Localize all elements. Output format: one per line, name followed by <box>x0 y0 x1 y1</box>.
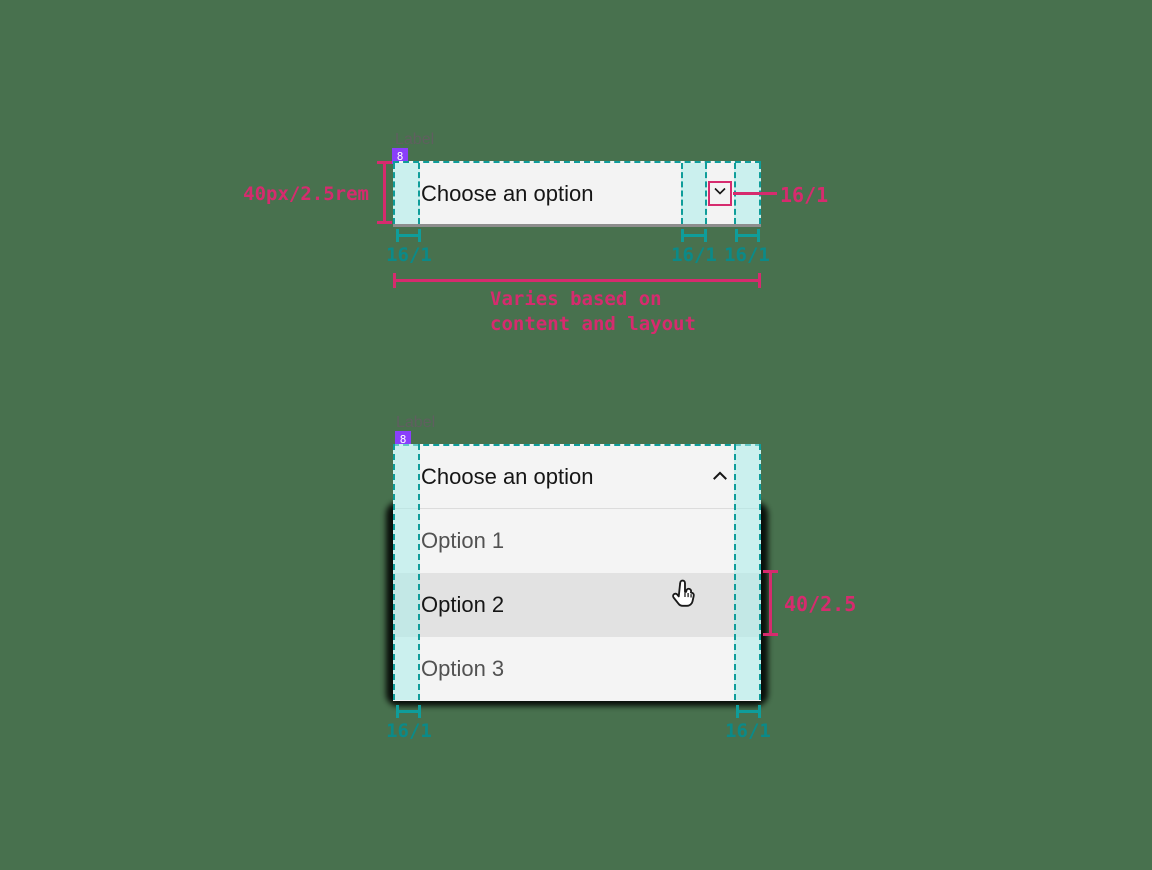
right-padding-measure-bracket <box>735 229 760 242</box>
menu-option-3[interactable]: Option 3 <box>421 656 505 681</box>
width-note-line1: Varies based on <box>490 288 662 310</box>
dropdown-placeholder: Choose an option <box>421 180 594 206</box>
open-dropdown: Choose an option Option 1 Option 2 Optio… <box>393 444 761 701</box>
chevron-annotation-box <box>708 181 732 206</box>
height-measure-bracket <box>377 161 392 224</box>
row-height-annotation: 40/2.5 <box>784 592 857 616</box>
left-padding-annotation: 16/1 <box>386 244 432 266</box>
left-padding-overlay <box>393 163 420 224</box>
dropdown-field[interactable]: Choose an option <box>393 446 761 509</box>
chevron-callout-line <box>733 192 777 195</box>
chevron-down-icon[interactable] <box>712 183 728 204</box>
hand-cursor-icon <box>666 578 700 617</box>
inner-right-measure-bracket <box>681 229 707 242</box>
right-padding-overlay <box>734 444 761 700</box>
chevron-up-icon[interactable] <box>710 466 730 491</box>
row-height-measure-bracket <box>763 570 778 636</box>
right-padding-annotation: 16/1 <box>724 244 770 266</box>
right-padding-measure-bracket <box>736 705 761 718</box>
width-measure-bracket <box>393 273 761 288</box>
menu-option-1[interactable]: Option 1 <box>421 528 505 553</box>
chevron-size-annotation: 16/1 <box>780 183 829 207</box>
dropdown-selected-text: Choose an option <box>421 464 594 489</box>
dropdown-field[interactable]: Choose an option <box>393 161 761 227</box>
left-padding-annotation: 16/1 <box>386 720 432 742</box>
left-padding-measure-bracket <box>396 229 421 242</box>
menu-option-2[interactable]: Option 2 <box>393 573 761 637</box>
left-padding-overlay <box>393 444 420 700</box>
height-annotation: 40px/2.5rem <box>243 183 369 205</box>
field-label: Label <box>395 131 435 148</box>
right-padding-annotation: 16/1 <box>725 720 771 742</box>
left-padding-measure-bracket <box>396 705 421 718</box>
spacing-token-badge: 8 <box>392 148 408 164</box>
field-label: Label <box>396 414 436 431</box>
inner-right-annotation: 16/1 <box>671 244 717 266</box>
inner-right-padding-overlay <box>681 163 707 224</box>
width-note-line2: content and layout <box>490 313 696 335</box>
spacing-token-badge: 8 <box>395 431 411 447</box>
